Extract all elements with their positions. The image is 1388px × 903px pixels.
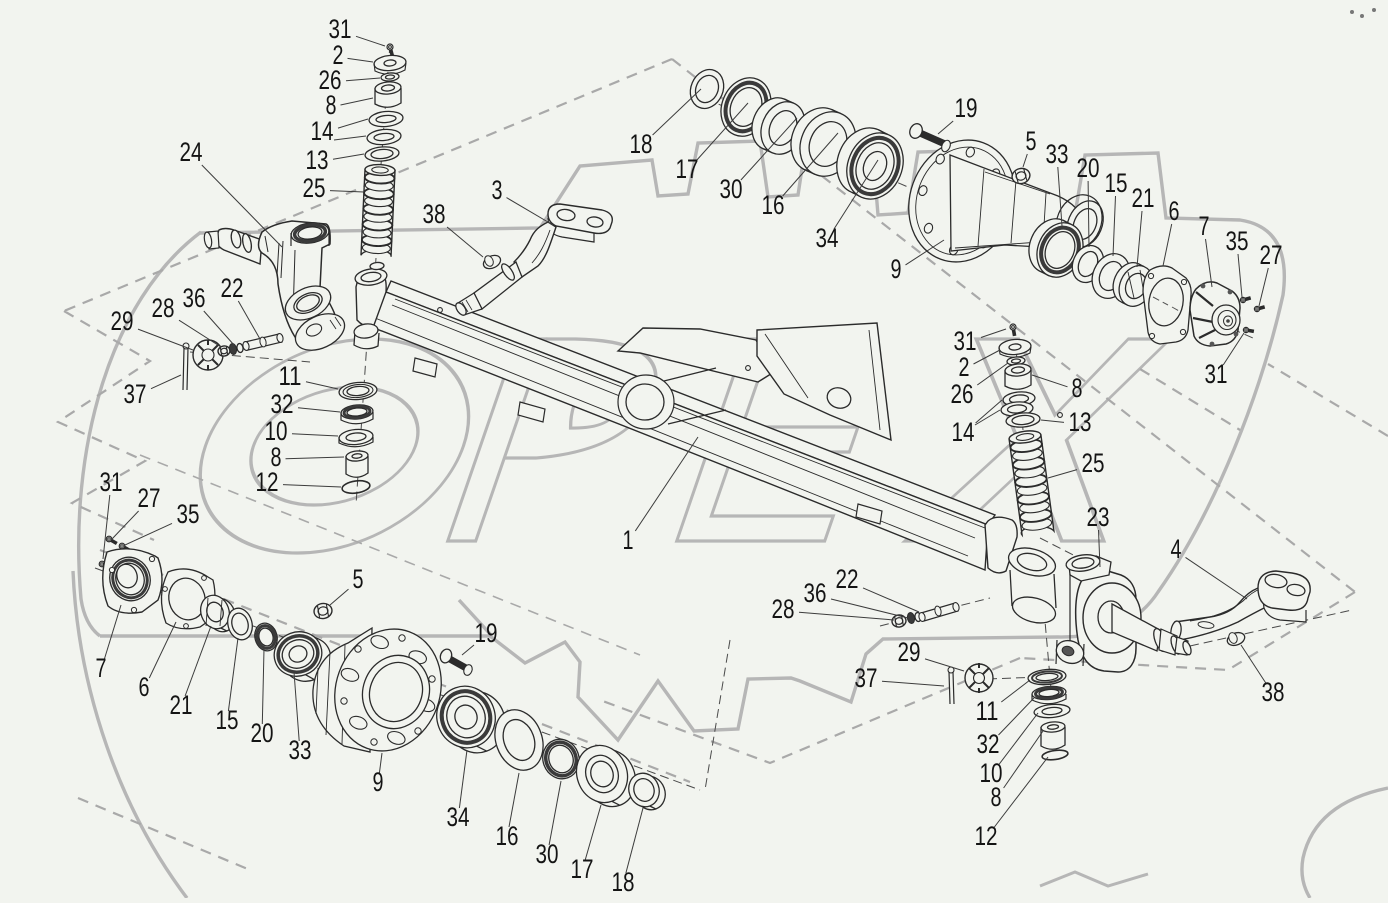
svg-text:11: 11 bbox=[279, 361, 302, 391]
svg-text:37: 37 bbox=[855, 663, 878, 693]
svg-text:3: 3 bbox=[492, 175, 503, 205]
svg-text:34: 34 bbox=[447, 802, 470, 832]
svg-text:31: 31 bbox=[100, 467, 123, 497]
svg-text:36: 36 bbox=[183, 283, 206, 313]
svg-text:18: 18 bbox=[630, 129, 653, 159]
svg-text:23: 23 bbox=[1087, 502, 1110, 532]
svg-text:6: 6 bbox=[1169, 196, 1180, 226]
svg-text:15: 15 bbox=[1105, 168, 1128, 198]
svg-text:5: 5 bbox=[1026, 126, 1037, 156]
svg-text:8: 8 bbox=[326, 90, 337, 120]
svg-text:4: 4 bbox=[1171, 534, 1182, 564]
svg-text:9: 9 bbox=[373, 767, 384, 797]
svg-text:21: 21 bbox=[170, 690, 193, 720]
svg-text:38: 38 bbox=[423, 199, 446, 229]
svg-text:31: 31 bbox=[954, 326, 977, 356]
svg-text:28: 28 bbox=[152, 293, 175, 323]
svg-text:16: 16 bbox=[762, 190, 785, 220]
svg-text:19: 19 bbox=[475, 618, 498, 648]
svg-text:7: 7 bbox=[1199, 211, 1210, 241]
svg-text:29: 29 bbox=[111, 306, 134, 336]
svg-text:22: 22 bbox=[836, 564, 859, 594]
svg-text:12: 12 bbox=[256, 467, 279, 497]
svg-text:6: 6 bbox=[139, 672, 150, 702]
svg-text:33: 33 bbox=[289, 735, 312, 765]
svg-text:9: 9 bbox=[891, 254, 902, 284]
svg-text:8: 8 bbox=[1072, 373, 1083, 403]
svg-text:5: 5 bbox=[353, 564, 364, 594]
svg-text:14: 14 bbox=[952, 417, 975, 447]
svg-text:2: 2 bbox=[959, 352, 970, 382]
svg-text:32: 32 bbox=[977, 729, 1000, 759]
svg-text:8: 8 bbox=[991, 782, 1002, 812]
svg-text:13: 13 bbox=[1069, 407, 1092, 437]
svg-text:26: 26 bbox=[951, 379, 974, 409]
svg-text:17: 17 bbox=[571, 854, 594, 884]
svg-text:18: 18 bbox=[612, 867, 635, 897]
svg-text:27: 27 bbox=[1260, 240, 1283, 270]
svg-text:31: 31 bbox=[329, 14, 352, 44]
svg-text:10: 10 bbox=[265, 416, 288, 446]
svg-text:15: 15 bbox=[216, 705, 239, 735]
svg-text:22: 22 bbox=[221, 273, 244, 303]
svg-text:21: 21 bbox=[1132, 183, 1155, 213]
svg-text:10: 10 bbox=[980, 758, 1003, 788]
svg-text:27: 27 bbox=[138, 483, 161, 513]
svg-text:8: 8 bbox=[271, 442, 282, 472]
svg-text:7: 7 bbox=[96, 653, 107, 683]
svg-text:31: 31 bbox=[1205, 359, 1228, 389]
svg-text:30: 30 bbox=[536, 839, 559, 869]
svg-text:1: 1 bbox=[623, 525, 634, 555]
svg-text:12: 12 bbox=[975, 821, 998, 851]
svg-text:16: 16 bbox=[496, 821, 519, 851]
svg-text:34: 34 bbox=[816, 223, 839, 253]
svg-text:33: 33 bbox=[1046, 139, 1069, 169]
svg-text:11: 11 bbox=[976, 696, 999, 726]
svg-text:37: 37 bbox=[124, 379, 147, 409]
svg-text:13: 13 bbox=[306, 145, 329, 175]
svg-text:24: 24 bbox=[180, 137, 203, 167]
svg-text:17: 17 bbox=[676, 154, 699, 184]
svg-text:28: 28 bbox=[772, 594, 795, 624]
svg-text:20: 20 bbox=[1077, 153, 1100, 183]
svg-text:32: 32 bbox=[271, 389, 294, 419]
svg-text:35: 35 bbox=[1226, 226, 1249, 256]
svg-text:25: 25 bbox=[303, 173, 326, 203]
svg-text:36: 36 bbox=[804, 578, 827, 608]
svg-text:25: 25 bbox=[1082, 448, 1105, 478]
svg-text:14: 14 bbox=[311, 116, 334, 146]
svg-text:2: 2 bbox=[333, 40, 344, 70]
svg-text:29: 29 bbox=[898, 637, 921, 667]
svg-text:35: 35 bbox=[177, 499, 200, 529]
svg-text:38: 38 bbox=[1262, 677, 1285, 707]
svg-text:30: 30 bbox=[720, 174, 743, 204]
svg-text:20: 20 bbox=[251, 718, 274, 748]
svg-text:19: 19 bbox=[955, 93, 978, 123]
svg-text:26: 26 bbox=[319, 65, 342, 95]
